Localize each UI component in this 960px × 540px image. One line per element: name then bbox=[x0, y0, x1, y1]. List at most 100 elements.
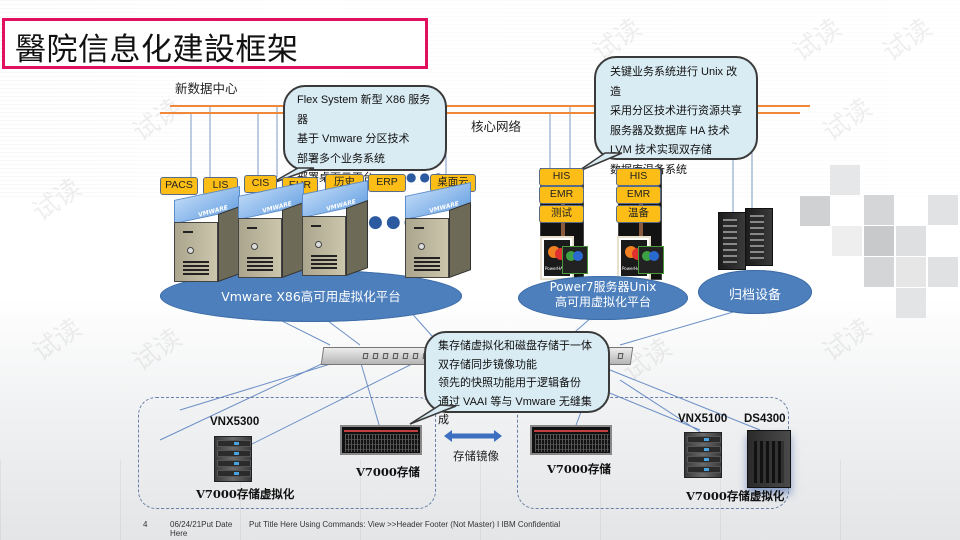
deco-square bbox=[830, 165, 860, 195]
disk-grid bbox=[345, 434, 419, 452]
led bbox=[704, 438, 709, 441]
device-blade bbox=[687, 466, 721, 473]
callout-line: 基于 Vmware 分区技术 bbox=[297, 133, 410, 145]
deco-square bbox=[832, 226, 862, 256]
device-blade bbox=[687, 446, 721, 453]
deco-square bbox=[896, 288, 926, 318]
storage-callout: 集存储虚拟化和磁盘存储于一体 双存储同步镜像功能 领先的快照功能用于逻辑备份 通… bbox=[424, 331, 610, 426]
deco-square bbox=[928, 195, 958, 225]
powerha-logo: PowerHA bbox=[617, 236, 651, 280]
callout-line: 关键业务系统进行 Unix 改造 bbox=[610, 66, 738, 98]
logo-circle bbox=[573, 251, 583, 261]
device-blade bbox=[217, 470, 251, 477]
server-slot bbox=[414, 227, 424, 229]
rack1-tag-test: 测试 bbox=[539, 205, 584, 223]
powervm-logo bbox=[562, 246, 588, 274]
logo-circle bbox=[642, 251, 652, 261]
left-storage-group bbox=[138, 397, 436, 509]
callout-line: 双存储同步镜像功能 bbox=[438, 358, 537, 371]
server-slot bbox=[247, 257, 273, 259]
server-body bbox=[174, 222, 218, 282]
deco-square bbox=[864, 257, 894, 287]
server-side bbox=[282, 201, 304, 278]
callout-line: 集存储虚拟化和磁盘存储于一体 bbox=[438, 340, 592, 352]
deco-square bbox=[800, 196, 830, 226]
device-blade bbox=[687, 456, 721, 463]
powerha-text: PowerHA bbox=[622, 266, 640, 271]
device-stripe bbox=[534, 430, 608, 432]
server-slot bbox=[311, 225, 321, 227]
core-network-line-1 bbox=[170, 105, 810, 107]
vnx5100-device bbox=[684, 432, 722, 478]
link-line bbox=[609, 369, 761, 431]
server-knob bbox=[418, 243, 425, 250]
server-slot bbox=[183, 231, 193, 233]
device-blade bbox=[687, 436, 721, 443]
vnx5300-device bbox=[214, 436, 252, 482]
page-title: 醫院信息化建設框架 bbox=[15, 32, 299, 68]
server-body bbox=[302, 216, 346, 276]
footer-text: Put Title Here Using Commands: View >>He… bbox=[249, 520, 561, 529]
ds4300-device bbox=[747, 430, 791, 488]
rack2-tag-his: HIS bbox=[616, 168, 661, 186]
callout-line: 服务器及数据库 HA 技术 bbox=[610, 124, 730, 137]
powervm-logo bbox=[638, 246, 664, 274]
link-line bbox=[229, 359, 421, 456]
archive-server bbox=[745, 208, 773, 266]
power7-label-line2: 高可用虚拟化平台 bbox=[554, 295, 651, 309]
link-line bbox=[359, 359, 381, 429]
right-virtualization-label: V7000存储虚拟化 bbox=[686, 489, 785, 503]
callout-line: 采用分区技术进行资源共享 bbox=[610, 105, 742, 117]
right-v7000-label: V7000存储 bbox=[547, 462, 611, 476]
vnx5100-label: VNX5100 bbox=[678, 413, 728, 425]
link-line bbox=[159, 359, 331, 441]
vmware-server: VMWARE bbox=[302, 179, 368, 276]
ds4300-label: DS4300 bbox=[744, 413, 786, 425]
led bbox=[234, 472, 239, 475]
server-knob bbox=[187, 247, 194, 254]
switch-port bbox=[362, 353, 369, 359]
vmware-server: VMWARE bbox=[238, 181, 304, 278]
v7000-storage-left bbox=[340, 425, 422, 455]
server-slot bbox=[311, 267, 337, 269]
mirror-label: 存储镜像 bbox=[453, 449, 499, 463]
server-slot bbox=[311, 263, 337, 265]
led bbox=[704, 458, 709, 461]
deco-square bbox=[864, 226, 894, 256]
disk-grid bbox=[535, 434, 609, 452]
rack-cable bbox=[561, 169, 565, 279]
power7-label-line1: Power7服务器Unix bbox=[549, 280, 657, 294]
unix-callout: 关键业务系统进行 Unix 改造 采用分区技术进行资源共享 服务器及数据库 HA… bbox=[594, 56, 758, 176]
deco-square bbox=[896, 226, 926, 256]
server-slot bbox=[414, 269, 440, 271]
led bbox=[234, 442, 239, 445]
switch-port bbox=[617, 353, 624, 359]
led bbox=[234, 452, 239, 455]
server-slot bbox=[414, 265, 440, 267]
server-slot bbox=[247, 269, 273, 271]
rack-cable bbox=[639, 169, 643, 279]
server-slot bbox=[183, 273, 209, 275]
deco-square bbox=[864, 195, 894, 225]
server-slot bbox=[183, 269, 209, 271]
page-number: 4 bbox=[143, 520, 148, 529]
power7-label: Power7服务器Unix 高可用虚拟化平台 bbox=[518, 280, 688, 310]
archive-ellipse: 归档设备 bbox=[698, 270, 812, 314]
server-slot bbox=[414, 261, 440, 263]
server-slot bbox=[311, 255, 337, 257]
device-blade bbox=[217, 460, 251, 467]
callout-line: 通过 VAAI 等与 Vmware 无缝集成 bbox=[438, 395, 592, 427]
server-body bbox=[405, 218, 449, 278]
left-virtualization-label: V7000存储虚拟化 bbox=[196, 487, 295, 501]
device-stripe bbox=[344, 430, 418, 432]
server-slot bbox=[247, 265, 273, 267]
server-slot bbox=[183, 261, 209, 263]
deco-square bbox=[928, 257, 958, 287]
device-blade bbox=[217, 450, 251, 457]
server-knob bbox=[251, 243, 258, 250]
rack1-tag-emr: EMR bbox=[539, 186, 584, 204]
vnx5300-label: VNX5300 bbox=[210, 416, 260, 428]
server-slot bbox=[183, 265, 209, 267]
led bbox=[704, 448, 709, 451]
server-face bbox=[750, 215, 764, 261]
